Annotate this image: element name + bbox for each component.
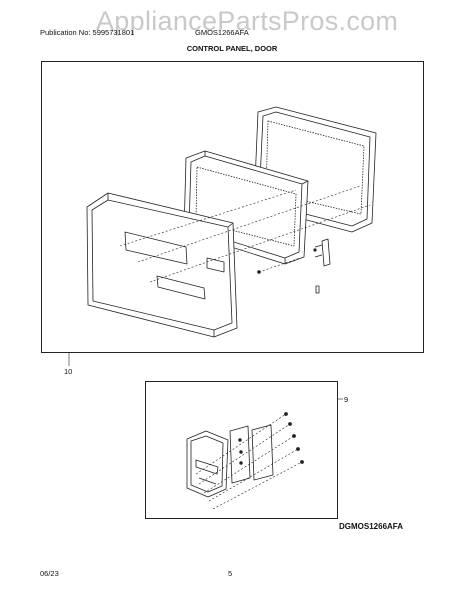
callout-10: 10	[64, 367, 73, 376]
watermark-logo: AppliancePartsPros.com	[96, 6, 399, 36]
page-number: 5	[228, 569, 233, 578]
diagram-code: DGMOS1266AFA	[339, 522, 404, 531]
callout-9: 9	[344, 395, 349, 404]
exploded-view-frame-handle	[145, 381, 338, 519]
section-title: CONTROL PANEL, DOOR	[186, 44, 278, 53]
exploded-view-frame-main	[41, 61, 424, 353]
model-number: GMOS1266AFA	[195, 28, 249, 37]
footer-date: 06/23	[40, 569, 59, 578]
publication-number: Publication No: 5995731801	[40, 28, 135, 37]
